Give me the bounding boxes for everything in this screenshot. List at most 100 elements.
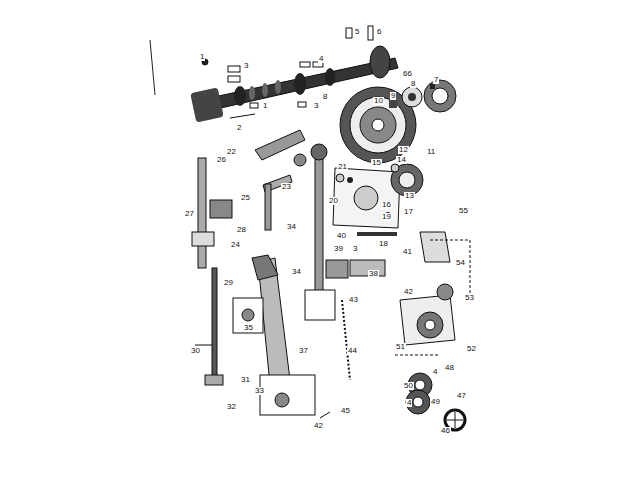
- callout-number: 3: [352, 245, 358, 253]
- illustration-part: [368, 26, 373, 40]
- callout-number: 23: [281, 183, 292, 191]
- callout-number: 3: [313, 102, 319, 110]
- illustration-part: [354, 186, 378, 210]
- callout-number: 10: [373, 97, 384, 105]
- callout-number: 33: [254, 387, 265, 395]
- callout-number: 24: [230, 241, 241, 249]
- callout-number: 49: [430, 398, 441, 406]
- illustration-part: [325, 68, 335, 86]
- callout-number: 43: [348, 296, 359, 304]
- illustration-part: [300, 62, 310, 67]
- callout-number: 50: [403, 382, 414, 390]
- callout-number: 29: [223, 279, 234, 287]
- callout-number: 45: [340, 407, 351, 415]
- illustration-part: [357, 232, 397, 236]
- illustration-part: [430, 84, 435, 89]
- illustration-part: [389, 100, 397, 108]
- illustration-part: [372, 119, 384, 131]
- illustration-part: [391, 164, 399, 172]
- callout-number: 22: [226, 148, 237, 156]
- feed-plate: [333, 164, 423, 236]
- illustration-part: [315, 152, 323, 302]
- illustration-part: [212, 268, 217, 378]
- callout-number: 32: [226, 403, 237, 411]
- callout-number: 66: [402, 70, 413, 78]
- illustration-part: [230, 114, 255, 118]
- callout-number: 16: [381, 201, 392, 209]
- illustration-part: [455, 412, 456, 428]
- illustration-part: [415, 380, 425, 390]
- illustration-part: [417, 312, 443, 338]
- callout-number: 54: [455, 259, 466, 267]
- illustration-part: [294, 73, 306, 95]
- illustration-part: [432, 88, 448, 104]
- callout-number: 1: [262, 102, 268, 110]
- callout-number: 13: [404, 192, 415, 200]
- callout-number: 12: [398, 146, 409, 154]
- callout-number: 6: [376, 28, 382, 36]
- callout-number: 35: [243, 324, 254, 332]
- illustration-part: [242, 309, 254, 321]
- callout-number: 14: [396, 156, 407, 164]
- illustration-part: [275, 80, 281, 94]
- illustration-part: [249, 86, 255, 100]
- illustration-part: [190, 87, 224, 122]
- callout-number: 47: [456, 392, 467, 400]
- illustration-part: [252, 255, 278, 280]
- callout-number: 34: [286, 223, 297, 231]
- callout-number: 17: [403, 208, 414, 216]
- illustration-part: [192, 232, 214, 246]
- callout-number: 19: [381, 213, 392, 221]
- callout-number: 4: [432, 368, 438, 376]
- illustration-part: [260, 375, 315, 415]
- callout-number: 44: [347, 347, 358, 355]
- callout-number: 28: [236, 226, 247, 234]
- links-and-rods: [192, 130, 385, 418]
- callout-number: 42: [403, 288, 414, 296]
- illustration-part: [228, 76, 240, 82]
- illustration-part: [198, 158, 206, 268]
- callout-number: 9: [390, 92, 396, 100]
- callout-number: 7: [433, 76, 439, 84]
- callout-number: 18: [378, 240, 389, 248]
- callout-number: 25: [240, 194, 251, 202]
- illustration-part: [425, 320, 435, 330]
- callout-number: 4: [318, 55, 324, 63]
- illustration-part: [350, 97, 406, 153]
- illustration-part: [210, 200, 232, 218]
- callout-number: 41: [402, 248, 413, 256]
- callout-number: 27: [184, 210, 195, 218]
- illustration-part: [326, 260, 348, 278]
- illustration-part: [298, 102, 306, 107]
- callout-number: 26: [216, 156, 227, 164]
- callout-number: 40: [336, 232, 347, 240]
- illustration-part: [305, 290, 335, 320]
- callout-number: 30: [190, 347, 201, 355]
- illustration-part: [370, 46, 390, 78]
- illustration-part: [250, 103, 258, 108]
- illustration-part: [399, 172, 415, 188]
- callout-number: 11: [426, 148, 436, 156]
- callout-number: 20: [328, 197, 339, 205]
- callout-number: 52: [466, 345, 477, 353]
- illustration-part: [430, 240, 470, 300]
- illustration-part: [342, 300, 350, 380]
- illustration-part: [346, 28, 352, 38]
- illustration-part: [262, 83, 268, 97]
- callout-number: 42: [313, 422, 324, 430]
- illustration-part: [311, 144, 327, 160]
- callout-number: 2: [236, 124, 242, 132]
- callout-number: 15: [371, 159, 382, 167]
- illustration-part: [395, 355, 440, 356]
- illustration-part: [228, 66, 240, 72]
- callout-number: 46: [440, 427, 451, 435]
- illustration-part: [402, 87, 422, 107]
- callout-number: 48: [444, 364, 455, 372]
- callout-number: 37: [298, 347, 309, 355]
- illustration-part: [413, 397, 423, 407]
- callout-number: 31: [240, 376, 251, 384]
- illustration-part: [233, 298, 263, 333]
- callout-number: 38: [368, 270, 379, 278]
- illustration-part: [437, 284, 453, 300]
